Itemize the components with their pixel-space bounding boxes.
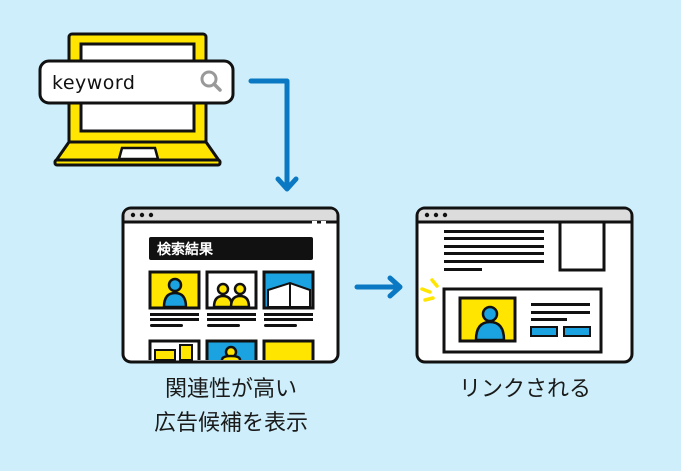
- result-item[interactable]: [148, 339, 201, 361]
- arrow-down-icon: [248, 78, 299, 192]
- sparkle-icon: [420, 278, 439, 302]
- result-item[interactable]: [205, 339, 258, 361]
- search-keyword: keyword: [52, 72, 135, 94]
- results-header-label: 検索結果: [157, 241, 214, 258]
- results-header: 検索結果: [149, 237, 313, 260]
- linked-page-window: [415, 206, 634, 364]
- search-bar[interactable]: keyword: [38, 59, 235, 105]
- result-item[interactable]: [262, 339, 315, 360]
- search-results-window: 検索結果: [121, 206, 340, 364]
- results-caption: 関連性が高い 広告候補を表示: [120, 373, 342, 441]
- sidebar-box: [558, 222, 606, 272]
- result-item[interactable]: [262, 270, 315, 327]
- results-caption-line1: 関連性が高い: [164, 377, 297, 402]
- result-item[interactable]: [205, 270, 258, 327]
- ad-banner[interactable]: [442, 287, 603, 354]
- results-caption-line2: 広告候補を表示: [153, 411, 308, 436]
- result-item[interactable]: [148, 270, 201, 327]
- arrow-right-icon: [354, 275, 403, 299]
- linked-caption: リンクされる: [458, 377, 591, 402]
- article-text: [444, 230, 544, 271]
- search-icon[interactable]: [200, 70, 222, 92]
